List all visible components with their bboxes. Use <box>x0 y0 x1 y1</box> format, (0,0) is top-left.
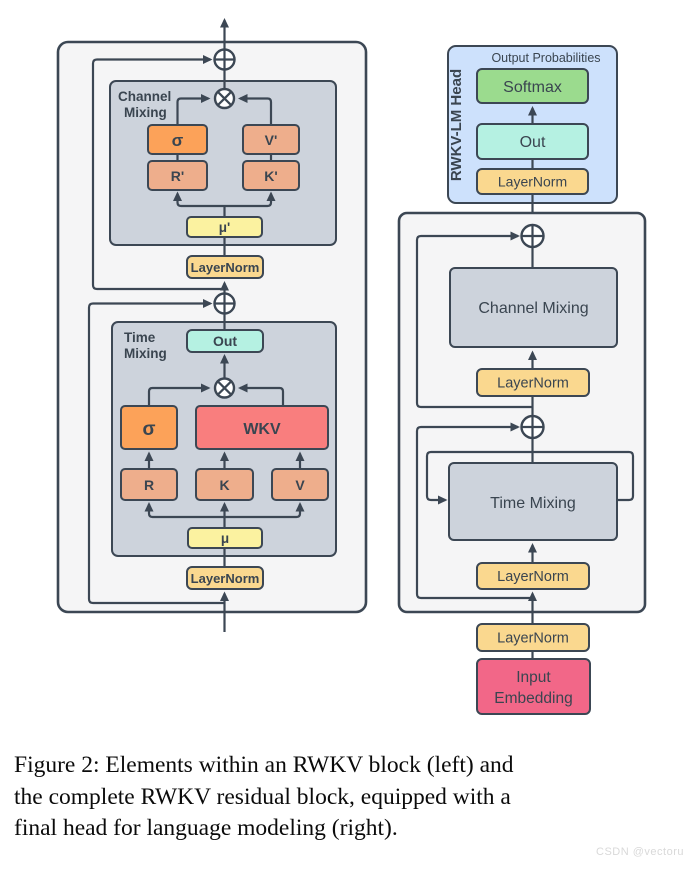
time-mixing-title-line1: Time <box>124 330 156 345</box>
node-layernorm-lower-left <box>186 566 264 590</box>
time-mixing-title-line2: Mixing <box>124 346 167 361</box>
figure-caption: Figure 2: Elements within an RWKV block … <box>14 750 678 845</box>
skip-connection-time-add <box>415 422 533 600</box>
skip-connection-mid-add <box>87 299 225 605</box>
csdn-watermark: CSDN @vectoru <box>596 846 684 858</box>
rwkv-diagram: Channel Mixing σ V' R' K' μ' LayerNorm <box>56 18 647 715</box>
edge-sigma-to-multiply-tm <box>147 383 211 406</box>
v-label: V <box>295 477 305 493</box>
sigma-time-label: σ <box>143 419 156 440</box>
node-sigma-time <box>120 405 178 450</box>
node-out-left <box>186 329 264 353</box>
layernorm-time-label: LayerNorm <box>497 569 569 585</box>
node-layernorm-upper-left <box>186 255 264 279</box>
layernorm-embedding-label: LayerNorm <box>497 631 569 647</box>
node-out-right <box>476 123 589 160</box>
right-residual-block-panel: RWKV-LM Head Output Probabilities Softma… <box>397 45 647 715</box>
layernorm-upper-left-label: LayerNorm <box>191 260 260 275</box>
layernorm-channel-label: LayerNorm <box>497 376 569 392</box>
softmax-label: Softmax <box>503 79 562 96</box>
multiply-operator-icon <box>213 87 236 110</box>
channel-mixing-title-line2: Mixing <box>124 105 167 120</box>
caption-line-3: final head for language modeling (right)… <box>14 815 398 841</box>
rwkv-lm-head-title: RWKV-LM Head <box>448 69 465 181</box>
layernorm-head-label: LayerNorm <box>498 174 567 190</box>
input-embedding-label-line2: Embedding <box>494 690 572 707</box>
out-right-label: Out <box>520 134 546 151</box>
node-r-prime <box>147 160 208 191</box>
node-v <box>271 468 329 501</box>
edge-wkv-to-multiply <box>238 383 285 406</box>
add-operator-icon <box>213 292 236 315</box>
node-wkv <box>195 405 329 450</box>
node-softmax <box>476 68 589 104</box>
input-embedding-label-line1: Input <box>516 669 551 686</box>
wkv-label: WKV <box>243 421 281 438</box>
node-r <box>120 468 178 501</box>
out-left-label: Out <box>213 333 237 349</box>
sigma-channel-label: σ <box>172 131 184 150</box>
channel-mixing-container <box>109 80 337 246</box>
channel-mixing-title-line1: Channel <box>118 89 171 104</box>
caption-line-2: the complete RWKV residual block, equipp… <box>14 783 511 810</box>
node-layernorm-time <box>476 562 590 590</box>
k-label: K <box>219 477 229 493</box>
node-time-mixing-right <box>448 462 618 541</box>
v-prime-label: V' <box>265 132 278 148</box>
node-layernorm-head <box>476 168 589 195</box>
skip-connection-top-add <box>91 55 225 291</box>
node-input-embedding <box>476 658 591 715</box>
add-operator-icon <box>213 48 236 71</box>
add-operator-icon <box>520 223 545 249</box>
time-recurrence-loop <box>425 450 635 505</box>
time-mixing-right-label: Time Mixing <box>490 495 576 512</box>
node-k-prime <box>242 160 300 191</box>
channel-mixing-right-label: Channel Mixing <box>478 300 588 317</box>
multiply-operator-icon <box>213 377 236 399</box>
edge-vprime-to-multiply <box>238 94 273 125</box>
mu-prime-label: μ' <box>219 220 230 235</box>
left-rwkv-block-panel: Channel Mixing σ V' R' K' μ' LayerNorm <box>56 18 368 632</box>
r-label: R <box>144 477 154 493</box>
node-channel-mixing-right <box>449 267 618 348</box>
mu-label: μ <box>221 531 229 546</box>
output-probabilities-label: Output Probabilities <box>491 51 600 65</box>
edge-sigma-to-multiply <box>176 94 211 125</box>
node-k <box>195 468 254 501</box>
k-prime-label: K' <box>264 168 277 184</box>
skip-connection-channel-add <box>415 231 533 409</box>
add-operator-icon <box>520 414 545 440</box>
r-prime-label: R' <box>171 168 184 184</box>
layernorm-lower-left-label: LayerNorm <box>191 571 260 586</box>
caption-line-1: Figure 2: Elements within an RWKV block … <box>14 752 514 778</box>
